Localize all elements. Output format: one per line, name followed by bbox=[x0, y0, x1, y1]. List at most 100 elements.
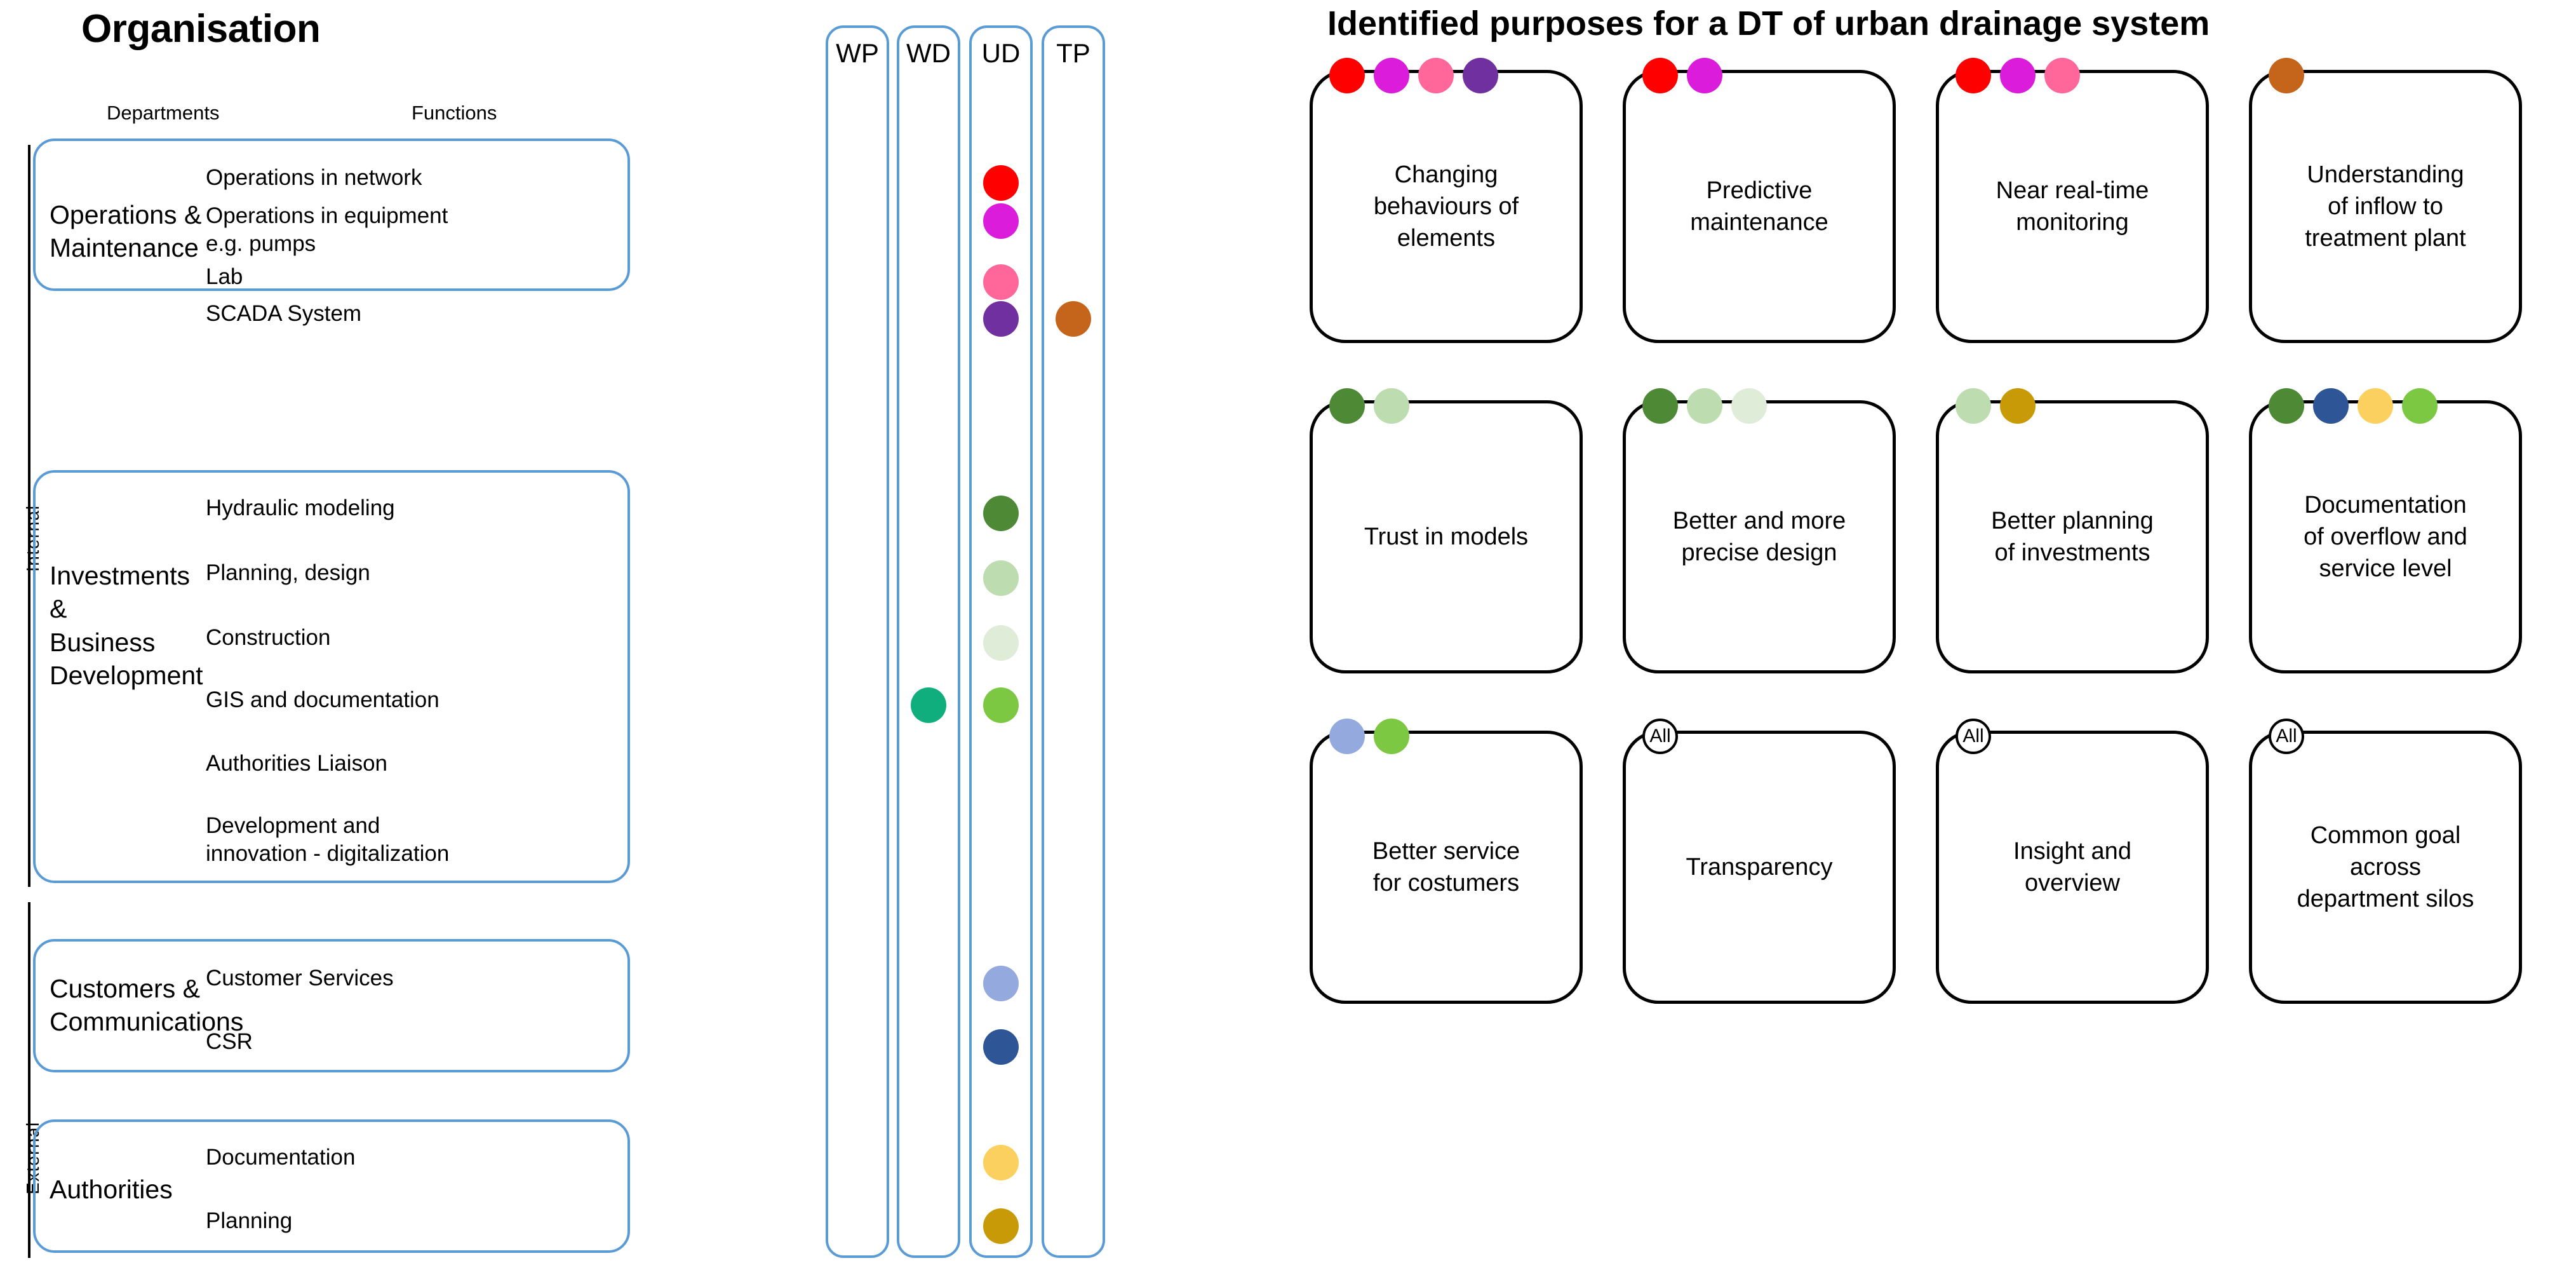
matrix-dot-ud bbox=[983, 1029, 1019, 1065]
card-dot bbox=[1955, 58, 1991, 93]
card-dot bbox=[2269, 58, 2304, 93]
card-dot bbox=[1687, 388, 1722, 424]
purpose-card-text: Better planning of investments bbox=[1991, 507, 2154, 566]
purposes-panel: Identified purposes for a DT of urban dr… bbox=[1296, 0, 2576, 1277]
external-bracket-line bbox=[28, 902, 30, 1258]
department-name: Authorities bbox=[50, 1175, 173, 1204]
function-label: Planning bbox=[206, 1208, 293, 1233]
matrix-dot-ud bbox=[983, 301, 1019, 337]
function-label: Lab bbox=[206, 264, 243, 289]
department-name: Customers & Communications bbox=[50, 974, 244, 1037]
matrix-dot-wd bbox=[911, 687, 946, 723]
function-label: Development and innovation - digitalizat… bbox=[206, 813, 450, 866]
matrix-dot-ud bbox=[983, 165, 1019, 201]
card-dot bbox=[1374, 719, 1409, 754]
card-dot bbox=[2402, 388, 2438, 424]
purpose-card-text: Near real-time monitoring bbox=[1996, 177, 2149, 236]
all-badge: All bbox=[1955, 719, 1991, 754]
purpose-card-text: Better and more precise design bbox=[1672, 507, 1846, 566]
card-dot-group bbox=[1329, 719, 1409, 754]
purpose-card-text: Understanding of inflow to treatment pla… bbox=[2305, 161, 2466, 252]
card-dot-group: All bbox=[1642, 719, 1678, 754]
purpose-card-text: Common goal across department silos bbox=[2297, 821, 2474, 913]
purpose-card[interactable]: Changing behaviours of elements bbox=[1310, 58, 1583, 343]
card-dot bbox=[1642, 388, 1678, 424]
department-group-box[interactable] bbox=[33, 1119, 630, 1253]
card-dot-group bbox=[1955, 388, 2036, 424]
matrix-dot-ud bbox=[983, 496, 1019, 531]
all-badge: All bbox=[2269, 719, 2304, 754]
purpose-card[interactable]: Understanding of inflow to treatment pla… bbox=[2249, 58, 2522, 343]
departments-column-header: Departments bbox=[107, 102, 220, 124]
system-column-water-distribution[interactable] bbox=[897, 25, 960, 1258]
purpose-card-text: Transparency bbox=[1686, 853, 1833, 881]
card-dot bbox=[1731, 388, 1767, 424]
card-dot-group bbox=[1955, 58, 2080, 93]
card-dot bbox=[2000, 58, 2036, 93]
card-dot bbox=[2269, 388, 2304, 424]
card-dot bbox=[1418, 58, 1454, 93]
function-label: Customer Services bbox=[206, 966, 394, 990]
purpose-card-text: Changing behaviours of elements bbox=[1373, 161, 1519, 252]
matrix-dot-ud bbox=[983, 625, 1019, 661]
purposes-title: Identified purposes for a DT of urban dr… bbox=[1327, 4, 2210, 43]
card-dot-group: All bbox=[1955, 719, 1991, 754]
card-dot-group bbox=[1329, 388, 1409, 424]
system-column-label-water-production: WP bbox=[836, 38, 879, 68]
department-group-box[interactable] bbox=[33, 139, 630, 291]
function-label: Operations in equipment e.g. pumps bbox=[206, 203, 448, 256]
system-column-treatment-plant[interactable] bbox=[1042, 25, 1105, 1258]
function-label: CSR bbox=[206, 1029, 253, 1054]
system-column-label-urban-drainage: UD bbox=[981, 38, 1021, 68]
department-group-box[interactable] bbox=[33, 470, 630, 883]
card-dot bbox=[2000, 388, 2036, 424]
card-dot bbox=[1329, 58, 1365, 93]
purpose-card[interactable]: Near real-time monitoring bbox=[1936, 58, 2209, 343]
page-title: Organisation bbox=[81, 7, 321, 51]
purpose-card[interactable]: Documentation of overflow and service le… bbox=[2249, 388, 2522, 673]
card-dot bbox=[1463, 58, 1498, 93]
purpose-card-text: Predictive maintenance bbox=[1690, 177, 1828, 236]
internal-bracket-line bbox=[28, 145, 30, 887]
purpose-card-text: Better service for costumers bbox=[1372, 837, 1520, 896]
card-dot bbox=[1642, 58, 1678, 93]
system-column-urban-drainage[interactable] bbox=[969, 25, 1033, 1258]
function-label: Documentation bbox=[206, 1145, 356, 1170]
purpose-card[interactable]: Predictive maintenance bbox=[1623, 58, 1896, 343]
card-dot bbox=[1955, 388, 1991, 424]
function-label: Operations in network bbox=[206, 165, 422, 190]
matrix-dot-ud bbox=[983, 203, 1019, 239]
purpose-card[interactable]: Trust in models bbox=[1310, 388, 1583, 673]
purpose-card[interactable]: Better and more precise design bbox=[1623, 388, 1896, 673]
matrix-dot-ud bbox=[983, 1145, 1019, 1180]
card-dot-group bbox=[2269, 388, 2438, 424]
system-column-label-treatment-plant: TP bbox=[1056, 38, 1090, 68]
function-label: GIS and documentation bbox=[206, 687, 439, 712]
card-dot-group bbox=[2269, 58, 2304, 93]
card-dot-group bbox=[1329, 58, 1498, 93]
all-badge: All bbox=[1642, 719, 1678, 754]
card-dot bbox=[1329, 719, 1365, 754]
system-column-water-production[interactable] bbox=[826, 25, 889, 1258]
purpose-card[interactable]: Better service for costumers bbox=[1310, 719, 1583, 1004]
department-name: Operations & Maintenance bbox=[50, 200, 202, 263]
purpose-card-text: Trust in models bbox=[1364, 523, 1529, 550]
purpose-card[interactable]: Better planning of investments bbox=[1936, 388, 2209, 673]
system-column-label-water-distribution: WD bbox=[906, 38, 951, 68]
department-name: Investments & Business Development bbox=[50, 561, 203, 691]
function-label: Authorities Liaison bbox=[206, 751, 387, 776]
card-dot bbox=[2313, 388, 2349, 424]
organisation-panel: Organisation Departments Functions Inter… bbox=[23, 7, 1105, 1258]
matrix-dot-ud bbox=[983, 1208, 1019, 1244]
function-label: Hydraulic modeling bbox=[206, 496, 395, 520]
functions-column-header: Functions bbox=[412, 102, 497, 124]
card-dot bbox=[1374, 58, 1409, 93]
card-dot-group bbox=[1642, 58, 1722, 93]
matrix-dot-tp bbox=[1056, 301, 1091, 337]
department-group-box[interactable] bbox=[33, 939, 630, 1072]
purpose-card-text: Insight and overview bbox=[2013, 837, 2131, 896]
